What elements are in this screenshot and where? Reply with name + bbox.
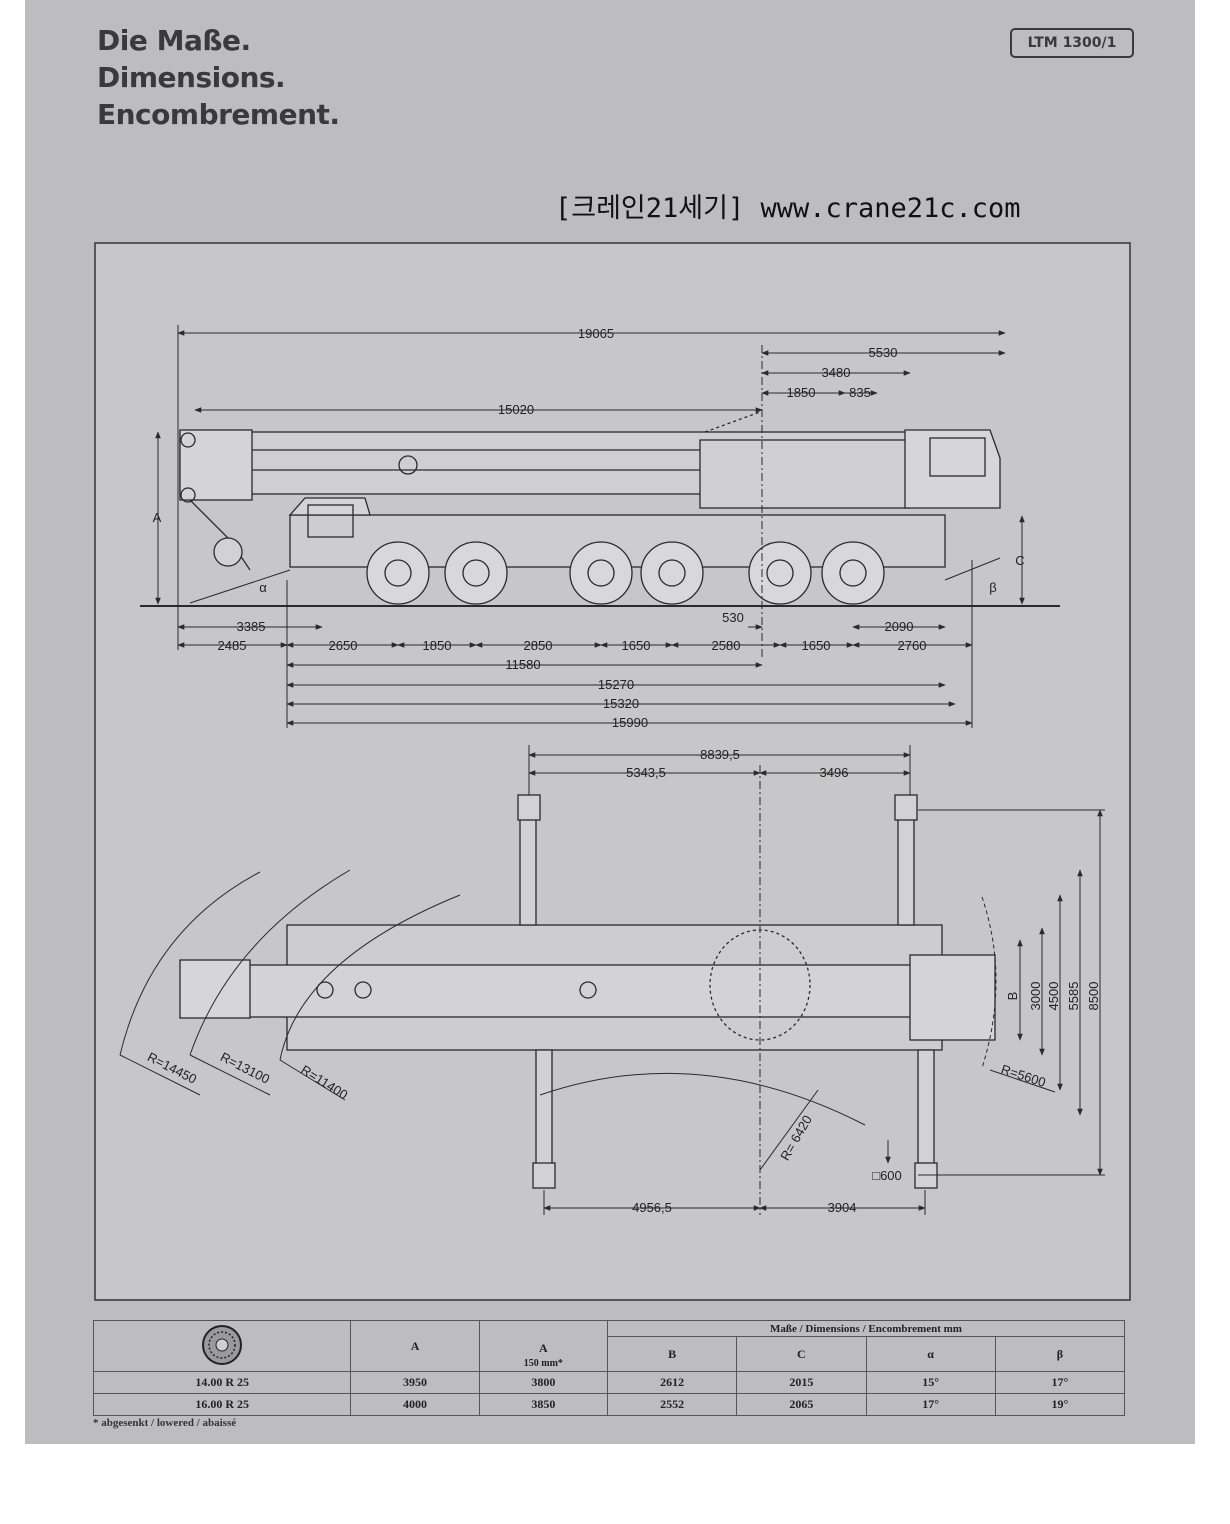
value-a-lowered: 3850: [478, 1393, 608, 1416]
title-french: Encombrement.: [97, 98, 340, 131]
value-alpha: 17°: [865, 1393, 996, 1416]
col-alpha-header: α: [865, 1337, 995, 1371]
model-badge: LTM 1300/1: [1010, 28, 1134, 58]
dim-19065: 19065: [578, 326, 614, 341]
dim-4500: 4500: [1046, 982, 1061, 1011]
value-c: 2015: [736, 1371, 867, 1394]
crane-side-view: [140, 411, 1060, 607]
page-title: Die Maße. Dimensions. Encombrement.: [97, 22, 340, 133]
col-c-header: C: [736, 1337, 865, 1371]
value-a: 3950: [350, 1371, 480, 1394]
col-beta-header: β: [994, 1337, 1124, 1371]
side-dimension-labels: 19065 5530 3480 1850 835 15020 3385 2485…: [153, 326, 1025, 730]
dim-15020: 15020: [498, 402, 534, 417]
boom-pin: [398, 455, 418, 475]
table-row: 14.00 R 25 3950 3800 2612 2015 15° 17°: [92, 1371, 1126, 1394]
dim-1650-b: 1650: [802, 638, 831, 653]
dimension-group-header: Maße / Dimensions / Encombrement mm B C …: [606, 1320, 1126, 1372]
dim-2485: 2485: [218, 638, 247, 653]
tire-size: 16.00 R 25: [92, 1393, 352, 1416]
dim-2090: 2090: [885, 619, 914, 634]
tire-size: 14.00 R 25: [92, 1371, 352, 1394]
dim-3000: 3000: [1028, 982, 1043, 1011]
dim-1850-upper: 1850: [787, 385, 816, 400]
col-a-lowered-label: A: [538, 1341, 548, 1355]
dim-2650: 2650: [329, 638, 358, 653]
crane-plan-view: [119, 765, 997, 1215]
col-a-lowered-header: A 150 mm*: [478, 1320, 608, 1372]
spec-table: A A 150 mm* Maße / Dimensions / Encombre…: [92, 1320, 1126, 1416]
col-b-header: B: [668, 1346, 677, 1361]
dim-2580: 2580: [712, 638, 741, 653]
value-c: 2065: [736, 1393, 867, 1416]
superstructure: [699, 439, 911, 509]
title-german: Die Maße.: [97, 24, 251, 57]
dim-3480: 3480: [822, 365, 851, 380]
pad-size: □600: [872, 1168, 902, 1183]
plan-dimension-lines: [119, 745, 1105, 1215]
brand-watermark: [크레인21세기] www.crane21c.com: [555, 193, 1021, 224]
drawing-frame: [94, 242, 1131, 1301]
dim-3385: 3385: [237, 619, 266, 634]
title-english: Dimensions.: [97, 61, 286, 94]
label-C: C: [1015, 553, 1024, 568]
value-b: 2612: [606, 1371, 738, 1394]
value-b: 2552: [606, 1393, 738, 1416]
side-dimension-lines: [155, 325, 1025, 728]
label-beta: β: [989, 580, 996, 595]
col-a-lowered-note: 150 mm*: [523, 1358, 563, 1369]
dim-5530: 5530: [869, 345, 898, 360]
dim-5585: 5585: [1066, 982, 1081, 1011]
dim-15320: 15320: [603, 696, 639, 711]
value-a: 4000: [350, 1393, 480, 1416]
tire-header-cell: [92, 1320, 352, 1372]
dim-2760: 2760: [898, 638, 927, 653]
driver-cab: [288, 497, 371, 516]
dim-530: 530: [722, 610, 744, 625]
dim-11580: 11580: [505, 657, 540, 672]
col-a-header: A: [350, 1320, 480, 1372]
value-a-lowered: 3800: [478, 1371, 608, 1394]
label-A: A: [153, 510, 162, 525]
dim-8500: 8500: [1086, 982, 1101, 1011]
value-beta: 19°: [994, 1393, 1126, 1416]
footnote: * abgesenkt / lowered / abaissé: [93, 1417, 237, 1429]
table-row: 16.00 R 25 4000 3850 2552 2065 17° 19°: [92, 1393, 1126, 1416]
dim-8839-5: 8839,5: [700, 747, 740, 762]
hook-block: [213, 537, 243, 567]
label-B: B: [1005, 992, 1020, 1001]
outriggers: [517, 794, 938, 1189]
dim-15990: 15990: [612, 715, 648, 730]
label-alpha: α: [259, 580, 267, 595]
boom-head: [179, 429, 253, 501]
value-beta: 17°: [994, 1371, 1126, 1394]
group-title: Maße / Dimensions / Encombrement mm: [607, 1321, 1124, 1337]
wheel-set: [366, 541, 885, 605]
dim-3496: 3496: [820, 765, 849, 780]
cab-plan: [909, 954, 996, 1041]
dim-4956-5: 4956,5: [632, 1200, 672, 1215]
dim-5343-5: 5343,5: [626, 765, 666, 780]
value-alpha: 15°: [865, 1371, 996, 1394]
dim-1650-a: 1650: [622, 638, 651, 653]
dim-1850-lower: 1850: [423, 638, 452, 653]
dim-2850: 2850: [524, 638, 553, 653]
dim-835: 835: [849, 385, 871, 400]
dim-3904: 3904: [828, 1200, 857, 1215]
dim-15270: 15270: [598, 677, 634, 692]
crane-cab: [904, 429, 1001, 509]
boom-head-plan: [179, 959, 251, 1019]
